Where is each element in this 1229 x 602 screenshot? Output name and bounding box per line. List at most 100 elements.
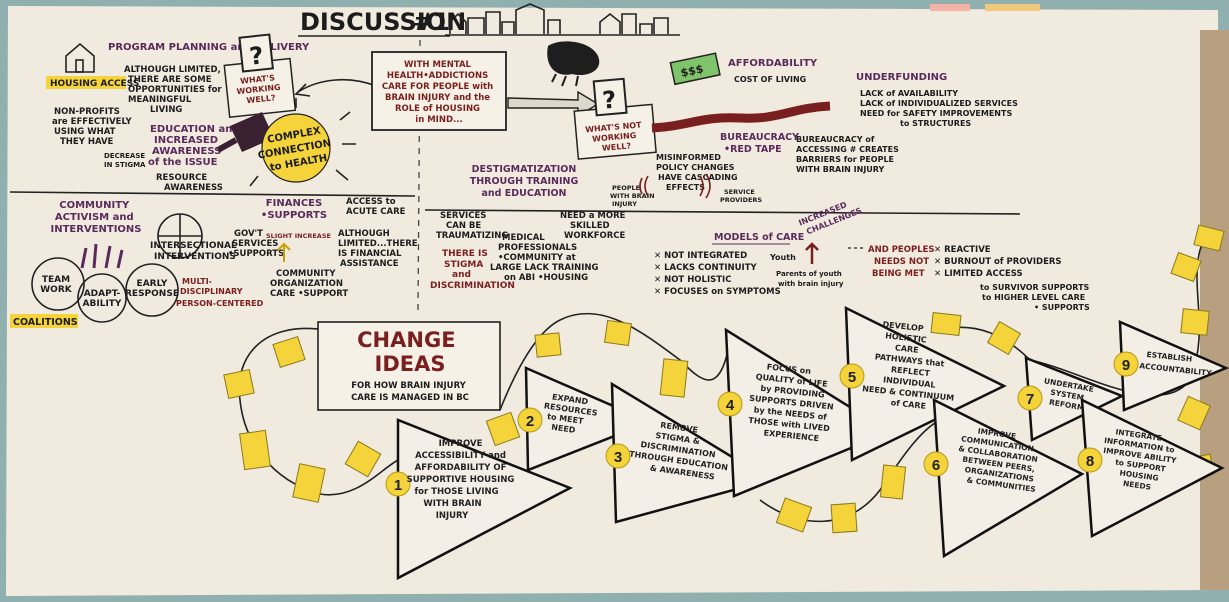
decrease-stigma-text: DECREASE IN STIGMA	[104, 152, 148, 169]
svg-text:IMPROVE ACCESSIBILITY an: IMPROVE ACCESSIBILITY and AFFORDABILITY …	[407, 439, 518, 521]
change-idea-4: 4 FOCUS on QUALITY of LIFE by PROVIDING …	[717, 327, 893, 498]
svg-text:IMPROVE COMMUNICATION: IMPROVE COMMUNICATION & COLLABORATION BE…	[954, 424, 1044, 494]
center-divider	[417, 39, 421, 311]
coalitions-label: COALITIONS	[13, 317, 78, 328]
change-idea-2: 2 EXPAND RESOURCES to MEET NEED	[517, 366, 654, 472]
svg-text:$$$: $$$	[679, 62, 704, 79]
ripple-icon	[639, 173, 711, 199]
red-tape-ribbon	[651, 101, 831, 133]
svg-text:REMOVE STIGMA & DI: REMOVE STIGMA & DISCRIMINATION THROUGH E…	[627, 417, 736, 484]
svg-text:MISINFORMED POLICY CHANG: MISINFORMED POLICY CHANGES HAVE CASCADIN…	[656, 153, 740, 192]
center-prompt-box: WITH MENTAL HEALTH•ADDICTIONS CARE FOR P…	[371, 51, 600, 131]
resource-awareness-text: RESOURCE AWARENESS	[156, 173, 223, 193]
svg-text:9: 9	[1122, 357, 1130, 374]
header: DISCUSSION #1	[298, 3, 680, 87]
change-idea-1: 1 IMPROVE ACCESSIBILITY and AFFORDABILIT…	[385, 418, 573, 581]
although-limited-text: ALTHOUGH LIMITED, THERE ARE SOME OPPORTU…	[124, 65, 225, 115]
change-idea-9: 9 ESTABLISH ACCOUNTABILITY	[1113, 320, 1229, 412]
svg-text:COMMUNITY ACTIVISM and: COMMUNITY ACTIVISM and INTERVENTIONS	[51, 200, 142, 235]
svg-text:UNDERFUNDING: UNDERFUNDING	[856, 72, 947, 83]
svg-text:✕ REACTIVE ✕ BURNOUT of: ✕ REACTIVE ✕ BURNOUT of PROVIDERS ✕ LIMI…	[934, 245, 1065, 279]
left-divider	[9, 191, 416, 197]
header-title: DISCUSSION	[300, 8, 466, 36]
change-idea-5: 5 DEVELOP HOLISTIC CARE PATHWAYS that RE…	[839, 305, 1007, 462]
svg-text:INTEGRATE INFORMATION to: INTEGRATE INFORMATION to IMPROVE ABILITY…	[1098, 426, 1182, 495]
up-arrow-icon	[805, 242, 819, 264]
change-ideas-path	[223, 224, 1225, 534]
program-heading: PROGRAM PLANNING and DELIVERY	[108, 42, 310, 53]
svg-text:BUREAUCRACY of ACCESSING: BUREAUCRACY of ACCESSING # CREATES BARRI…	[796, 135, 902, 174]
change-ideas-title-box: CHANGE IDEAS FOR HOW BRAIN INJURY CARE I…	[317, 321, 501, 411]
svg-text:5: 5	[848, 369, 856, 386]
change-idea-6: 6 IMPROVE COMMUNICATION & COLLABORATION …	[923, 397, 1085, 559]
svg-text:FOCUS on QUALITY of LIFE: FOCUS on QUALITY of LIFE by PROVIDING SU…	[745, 361, 840, 445]
complex-connection: COMPLEX CONNECTION to HEALTH	[216, 98, 356, 187]
community-section: COMMUNITY ACTIVISM and INTERVENTIONS TEA…	[10, 200, 264, 328]
team-work-circle	[31, 257, 85, 311]
svg-text:8: 8	[1086, 453, 1094, 470]
svg-text:2: 2	[526, 413, 534, 430]
svg-text:?: ?	[601, 86, 617, 115]
svg-text:WHAT'S NOT WORKING: WHAT'S NOT WORKING WELL?	[585, 120, 647, 154]
svg-text:WHAT'S WORKING: WHAT'S WORKING WELL?	[235, 72, 285, 106]
education-heading: EDUCATION and INCREASED AWARENESS of the…	[148, 124, 243, 168]
raised-hands-icon	[80, 243, 124, 269]
housing-access-label-bg	[46, 76, 126, 89]
svg-text:6: 6	[932, 457, 940, 474]
whats-working-box: ? WHAT'S WORKING WELL?	[223, 33, 297, 118]
question-icon	[238, 33, 274, 73]
up-arrow-icon	[277, 242, 291, 262]
early-response-circle	[125, 263, 179, 317]
svg-text:4: 4	[726, 397, 735, 414]
svg-text:WITH MENTAL HEALTH•ADDIC: WITH MENTAL HEALTH•ADDICTIONS CARE FOR P…	[382, 60, 496, 125]
svg-text:AFFORDABILITY: AFFORDABILITY	[728, 58, 818, 69]
svg-text:FOR HOW BRAIN INJURY CAR: FOR HOW BRAIN INJURY CARE IS MANAGED IN …	[351, 381, 469, 403]
money-icon: $$$	[669, 52, 721, 86]
storm-cloud-icon	[547, 41, 600, 76]
svg-text:Youth: Youth	[769, 253, 796, 262]
question-icon	[592, 77, 628, 117]
non-profits-text: NON-PROFITS are EFFECTIVELY USING WHAT T…	[52, 107, 135, 147]
svg-text:BUREAUCRACY•RED TAPE: BUREAUCRACY•RED TAPE	[720, 132, 799, 155]
svg-text:LACK of AVAILABILITY LAC: LACK of AVAILABILITY LACK of INDIVIDUALI…	[860, 89, 1021, 128]
wall-edge	[1200, 30, 1229, 590]
not-working-section: ? WHAT'S NOT WORKING WELL? $$$ AFFORDABI…	[573, 52, 1021, 208]
adaptability-circle	[77, 273, 127, 323]
change-idea-7: 7 UNDERTAKE SYSTEM REFORM	[1017, 356, 1126, 442]
svg-text:✕ NOT INTEGRATED ✕ LACKS: ✕ NOT INTEGRATED ✕ LACKS CONTINUITY ✕ NO…	[654, 251, 781, 297]
svg-text:3: 3	[614, 449, 622, 466]
svg-text:SLIGHT INCREASE: SLIGHT INCREASE	[266, 232, 331, 240]
svg-text:CHANGE IDEAS: CHANGE IDEAS	[357, 328, 463, 376]
housing-access-label: HOUSING ACCESS	[50, 79, 139, 89]
arrow-left	[297, 78, 377, 93]
svg-text:?: ?	[248, 41, 265, 70]
whats-not-working-box: ? WHAT'S NOT WORKING WELL?	[573, 77, 657, 160]
change-idea-3: 3 REMOVE STIGMA & DISCRIMINATION THROUGH…	[605, 381, 774, 524]
svg-text:EXPAND RESOURCES t: EXPAND RESOURCES to MEET NEED	[541, 391, 603, 438]
svg-text:ADAPT-ABILITY: ADAPT-ABILITY	[83, 289, 122, 309]
program-planning-section: HOUSING ACCESS PROGRAM PLANNING and DELI…	[46, 33, 377, 193]
svg-text:MODELS of CARE: MODELS of CARE	[714, 232, 804, 243]
svg-text:COST OF LIVING: COST OF LIVING	[734, 75, 806, 84]
right-divider	[424, 209, 1021, 215]
change-idea-8: 8 INTEGRATE INFORMATION to IMPROVE ABILI…	[1077, 397, 1225, 538]
